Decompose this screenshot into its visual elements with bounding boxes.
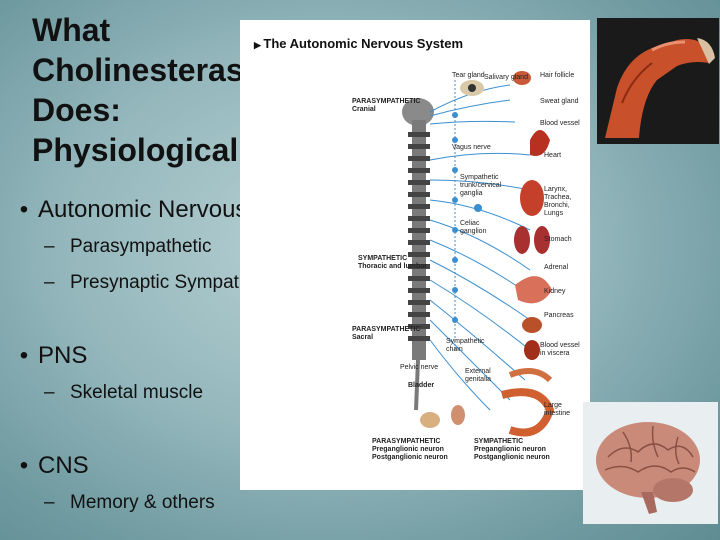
label-sym-thoracic: SYMPATHETIC Thoracic and lumbar (358, 255, 427, 270)
label-pancreas: Pancreas (544, 312, 574, 319)
label-adrenal: Adrenal (544, 264, 569, 271)
legend-parasympathetic: PARASYMPATHETIC Preganglionic neuron Pos… (372, 438, 448, 461)
sub-bullet-parasympathetic: Parasympathetic (44, 236, 212, 258)
ans-diagram: The Autonomic Nervous System (240, 20, 590, 490)
label-hair-follicle: Hair follicle (540, 72, 575, 79)
bullet-pns: PNS (10, 342, 87, 370)
legend-sympathetic: SYMPATHETIC Preganglionic neuron Postgan… (474, 438, 550, 461)
label-stomach: Stomach (544, 236, 572, 243)
diagram-title: The Autonomic Nervous System (254, 36, 463, 51)
sub-bullet-skeletal-muscle: Skeletal muscle (44, 382, 203, 404)
label-celiac: Celiac ganglion (460, 220, 487, 235)
bullet-cns: CNS (10, 452, 89, 480)
label-parasym-cranial: PARASYMPATHETIC Cranial (352, 98, 421, 113)
label-sweat-gland: Sweat gland (540, 98, 579, 105)
label-pelvic: Pelvic nerve (400, 364, 439, 371)
label-parasym-sacral: PARASYMPATHETIC Sacral (352, 326, 421, 341)
label-lungs: Larynx, Trachea, Bronchi, Lungs (544, 186, 572, 217)
label-sympathetic-chain: Sympathetic chain (446, 338, 485, 353)
sub-bullet-memory: Memory & others (44, 492, 215, 514)
label-kidney: Kidney (544, 288, 566, 295)
label-salivary-gland: Salivary gland (484, 74, 528, 81)
sub-bullet-presynaptic-sympathetic: Presynaptic Sympathetic (44, 272, 279, 294)
label-heart: Heart (544, 152, 562, 159)
diagram-illustration (402, 71, 555, 437)
spinal-cord (402, 98, 434, 411)
label-vagus: Vagus nerve (452, 144, 491, 151)
label-blood-vessel-viscera: Blood vessel in viscera (540, 342, 580, 357)
label-sym-trunk: Sympathetic trunk/cervical ganglia (460, 174, 502, 197)
slide-title: What Cholinesterase Does: Physiologicall… (32, 12, 265, 168)
label-blood-vessel: Blood vessel (540, 120, 580, 127)
muscle-arm-image (597, 18, 719, 144)
label-bladder: Bladder (408, 382, 435, 389)
organs (420, 71, 555, 437)
label-external-genitalia: External genitalia (465, 368, 492, 383)
brain-image (583, 402, 718, 524)
label-tear-gland: Tear gland (452, 72, 485, 79)
label-large-intestine: Large intestine (544, 402, 571, 417)
